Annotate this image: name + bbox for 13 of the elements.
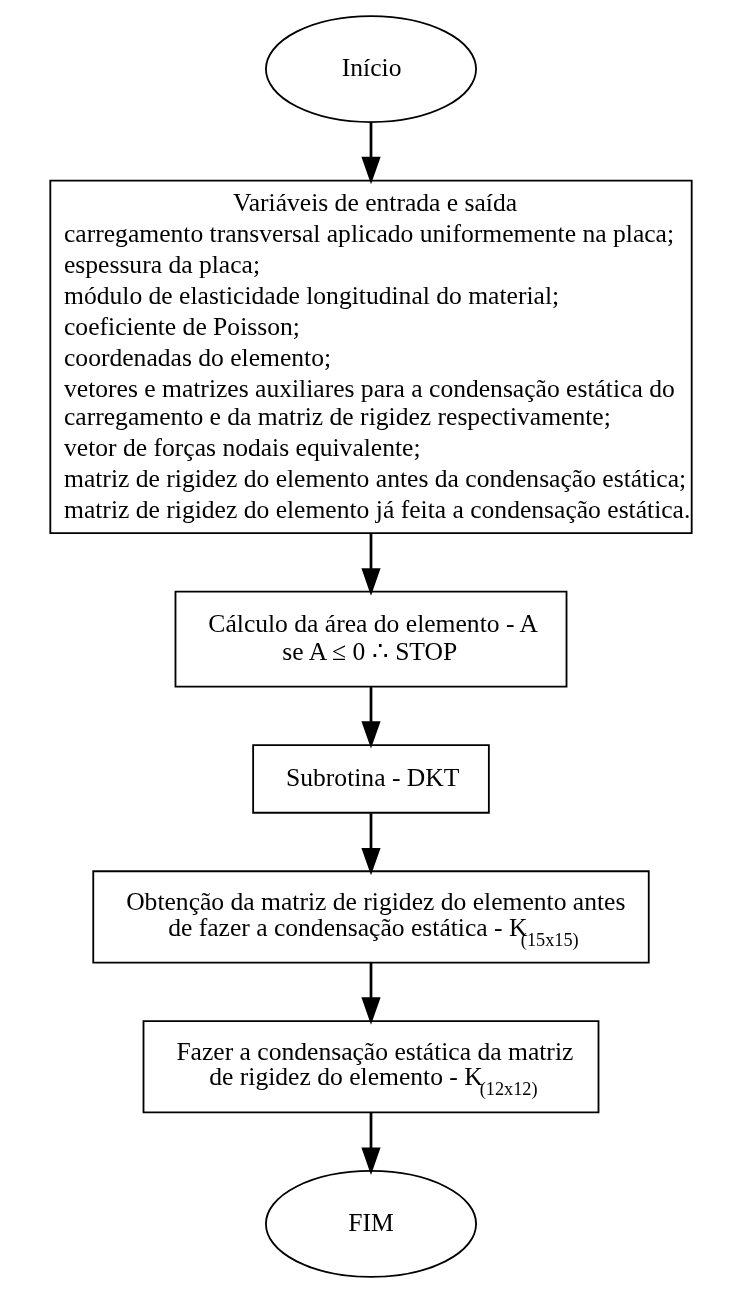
arrow: [360, 533, 381, 596]
arrow: [360, 687, 381, 749]
node-box: Variáveis de entrada e saída carregamento transversal aplicado uniformemente na placa; espessura da placa; módulo de elasticidade longitudinal do material; coeficiente de Poisson; coordenadas do elemento; vetores e matrizes auxiliares para a condensação estática do carregamento e da matriz de rigidez respectivamente; vetor de forças nodais equivalente; matriz de rigidez do elemento antes da condensação estática; matriz de rigidez do elemento já feita a condensação estática.: [48, 179, 693, 535]
node-box: Subrotina - DKT: [251, 744, 490, 814]
arrow: [360, 962, 381, 1025]
arrow: [360, 122, 381, 185]
node-ellipse: Início: [264, 15, 477, 123]
node-box: Cálculo da área do elemento - A se A ≤ 0 ∴ STOP: [174, 590, 567, 688]
arrow: [360, 1113, 381, 1175]
node-box: Fazer a condensação estática da matriz de rigidez do elemento - K$_{(12x12)}$: [142, 1020, 599, 1114]
arrow: [360, 813, 381, 876]
node-box: Obtenção da matriz de rigidez do elemento antes de fazer a condensação estática - K$_{(15x15)}$: [91, 870, 650, 964]
node-ellipse: FIM: [264, 1170, 477, 1278]
